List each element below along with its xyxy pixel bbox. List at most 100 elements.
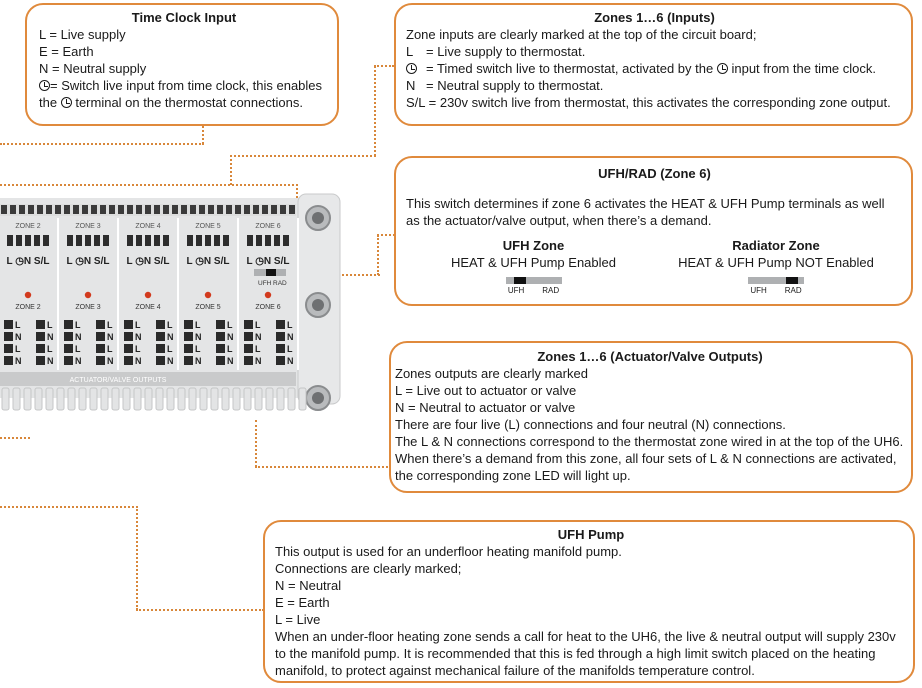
board-zone-label-led: ZONE 6 [255,304,280,311]
board-cooling-fin [111,387,120,411]
input-terminal [283,235,289,246]
board-zone-label-led: ZONE 5 [195,304,220,311]
output-terminal [156,320,165,329]
output-terminal-label: L [227,344,233,354]
clock-icon [406,63,417,74]
zones-outputs-title: Zones 1…6 (Actuator/Valve Outputs) [537,349,763,364]
output-terminal [36,320,45,329]
board-terminal-labels: L ◷N S/L [247,256,290,267]
board-cooling-fin [298,387,307,411]
ufh-pump-line-3: N = Neutral [275,578,342,593]
zones-inputs-title: Zones 1…6 (Inputs) [594,10,715,25]
top-terminal [28,205,34,214]
output-terminal [216,332,225,341]
top-terminal [199,205,205,214]
zone-led [84,291,92,299]
zones-outputs-line-7: the corresponding zone LED will light up… [395,468,631,483]
input-terminal [85,235,91,246]
ufh-pump-line-4: E = Earth [275,595,330,610]
top-terminal [181,205,187,214]
input-terminal [127,235,133,246]
connector-zones-out [255,466,391,468]
ufh-pump-line-1: This output is used for an underfloor he… [275,544,622,559]
output-terminal-label: N [47,356,54,366]
output-terminal [124,320,133,329]
top-terminal [235,205,241,214]
output-terminal-label: L [15,320,21,330]
time-clock-title: Time Clock Input [131,10,237,25]
zone-led [144,291,152,299]
switch-rad-label: RAD [542,286,560,295]
board-cooling-fin [265,387,274,411]
time-clock-neutral: N = Neutral supply [39,61,147,76]
top-terminal [10,205,16,214]
output-terminal-label: L [287,320,293,330]
board-cooling-fin [133,387,142,411]
input-terminal [67,235,73,246]
top-terminal [271,205,277,214]
zones-outputs-line-3: N = Neutral to actuator or valve [395,400,576,415]
output-terminal-label: L [167,320,173,330]
top-terminal [289,205,295,214]
top-terminal [19,205,25,214]
input-terminal [43,235,49,246]
connector-zones-in-board [0,184,298,186]
output-terminal-label: N [135,332,142,342]
output-terminal [156,332,165,341]
input-terminal [136,235,142,246]
board-cooling-fin [144,387,153,411]
output-terminal [64,356,73,365]
output-terminal [4,344,13,353]
board-cooling-fin [67,387,76,411]
board-cooling-fin [45,387,54,411]
radiator-zone-subtitle: HEAT & UFH Pump NOT Enabled [678,255,874,270]
output-terminal [184,356,193,365]
output-terminal [4,320,13,329]
top-terminal [136,205,142,214]
output-terminal-label: N [227,332,234,342]
top-terminal [127,205,133,214]
board-cooling-fin [56,387,65,411]
output-terminal [96,332,105,341]
connector-zones-in-v [374,66,376,156]
output-terminal [64,320,73,329]
output-terminal [184,332,193,341]
output-terminal-label: N [47,332,54,342]
input-terminal [265,235,271,246]
output-terminal-label: N [255,332,262,342]
zones-inputs-neutral: N= Neutral supply to thermostat. [406,78,604,93]
output-terminal [36,332,45,341]
output-terminal-label: L [47,344,53,354]
zones-outputs-line-2: L = Live out to actuator or valve [395,383,577,398]
output-terminal-label: N [15,332,22,342]
zones-inputs-live: L= Live supply to thermostat. [406,44,586,59]
input-terminal [16,235,22,246]
top-terminal [91,205,97,214]
top-terminal [109,205,115,214]
output-terminal-label: N [287,356,294,366]
output-terminal-label: L [195,320,201,330]
top-terminal [118,205,124,214]
input-terminal [256,235,262,246]
input-terminal [25,235,31,246]
top-terminal [163,205,169,214]
board-terminal-labels: L ◷N S/L [67,256,110,267]
board-cooling-fin [1,387,10,411]
board-cooling-fin [287,387,296,411]
output-terminal [276,332,285,341]
output-terminal-label: L [47,320,53,330]
clock-icon [39,80,50,91]
top-terminal [100,205,106,214]
connector-zones-out-board [0,437,30,439]
board-cooling-fin [232,387,241,411]
output-terminal-label: N [287,332,294,342]
top-terminal [64,205,70,214]
input-terminal [154,235,160,246]
ufh-pump-line-2: Connections are clearly marked; [275,561,462,576]
output-terminal-label: N [195,356,202,366]
output-terminal-label: L [107,320,113,330]
output-terminal [156,356,165,365]
output-terminal [216,320,225,329]
board-terminal-labels: L ◷N S/L [187,256,230,267]
